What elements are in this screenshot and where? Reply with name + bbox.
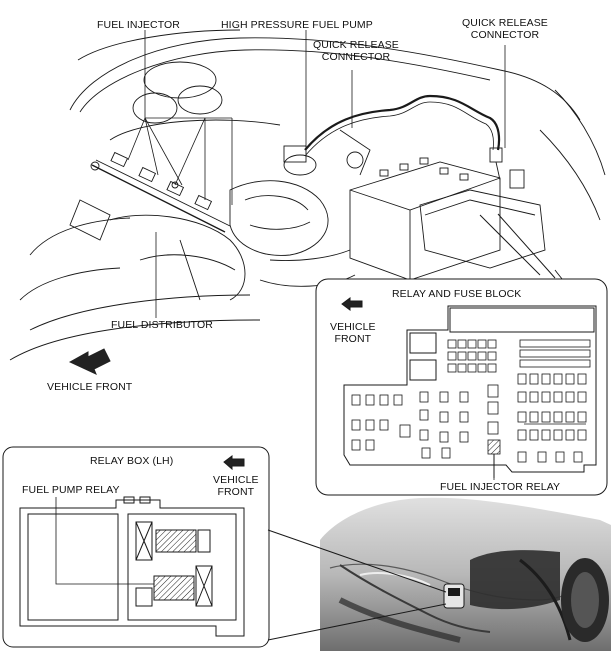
quick-release-connector-label-right: QUICK RELEASE CONNECTOR	[462, 17, 548, 41]
vehicle-front-label-fuse: VEHICLE FRONT	[330, 321, 376, 345]
relay-box-inset	[2, 446, 270, 648]
high-pressure-fuel-pump-label: HIGH PRESSURE FUEL PUMP	[221, 19, 373, 31]
relay-box-lh-title: RELAY BOX (LH)	[90, 455, 174, 467]
fuel-pump-relay-label: FUEL PUMP RELAY	[22, 484, 120, 496]
fuel-injector-label: FUEL INJECTOR	[97, 19, 180, 31]
relay-and-fuse-block-title: RELAY AND FUSE BLOCK	[392, 288, 522, 300]
vehicle-front-label-main: VEHICLE FRONT	[47, 381, 133, 393]
vehicle-front-view	[267, 497, 611, 651]
engine-bay-drawing	[9, 29, 606, 361]
vehicle-front-label-relay: VEHICLE FRONT	[213, 474, 259, 498]
fuel-distributor-label: FUEL DISTRIBUTOR	[111, 319, 213, 331]
vehicle-front-arrow-main	[68, 348, 111, 375]
leader-lines-top	[127, 30, 506, 318]
fuel-injector-relay-label: FUEL INJECTOR RELAY	[440, 481, 561, 493]
quick-release-connector-label-center: QUICK RELEASE CONNECTOR	[313, 39, 399, 63]
fuse-block-inset	[315, 213, 608, 496]
